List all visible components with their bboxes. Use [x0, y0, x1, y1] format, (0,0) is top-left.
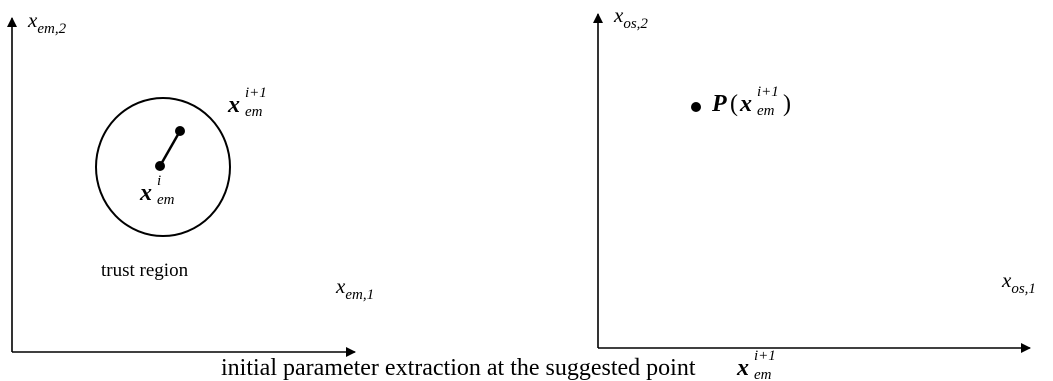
- right-x-axis-label: xos,1: [1001, 268, 1036, 297]
- svg-text:P: P: [711, 91, 727, 117]
- point-current-label: x i em: [139, 173, 175, 208]
- caption-symbol-sub: em: [754, 367, 772, 381]
- trust-region-label: trust region: [101, 260, 189, 281]
- svg-text:i+1: i+1: [757, 84, 779, 100]
- caption-symbol: x: [736, 355, 749, 381]
- svg-text:em: em: [157, 192, 175, 208]
- point-current-dot: [155, 161, 165, 171]
- trust-region-circle: [95, 97, 231, 237]
- svg-text:x: x: [139, 180, 152, 206]
- step-segment: [158, 130, 182, 167]
- svg-text:x: x: [739, 91, 752, 117]
- caption-text: initial parameter extraction at the sugg…: [221, 355, 702, 381]
- right-y-axis-label: xos,2: [613, 3, 648, 32]
- svg-text:i: i: [157, 173, 161, 189]
- caption: initial parameter extraction at the sugg…: [221, 348, 776, 381]
- svg-text:(: (: [730, 91, 738, 117]
- svg-text:x: x: [227, 92, 240, 118]
- svg-text:em: em: [757, 103, 775, 119]
- point-next-dot: [175, 126, 185, 136]
- left-x-axis-label: xem,1: [335, 274, 374, 303]
- point-next-label: x i+1 em: [227, 85, 267, 120]
- left-panel: xem,2 xem,1 x i+1 em x i em trust region: [6, 8, 374, 357]
- left-y-axis-label: xem,2: [27, 8, 67, 37]
- caption-symbol-sup: i+1: [754, 348, 776, 364]
- svg-text:i+1: i+1: [245, 85, 267, 101]
- svg-text:): ): [783, 91, 791, 117]
- svg-text:em: em: [245, 104, 263, 120]
- mapped-point-label: P ( x i+1 em ): [711, 84, 791, 119]
- mapped-point-dot: [691, 102, 701, 112]
- right-panel: xos,2 xos,1 P ( x i+1 em ): [593, 3, 1036, 353]
